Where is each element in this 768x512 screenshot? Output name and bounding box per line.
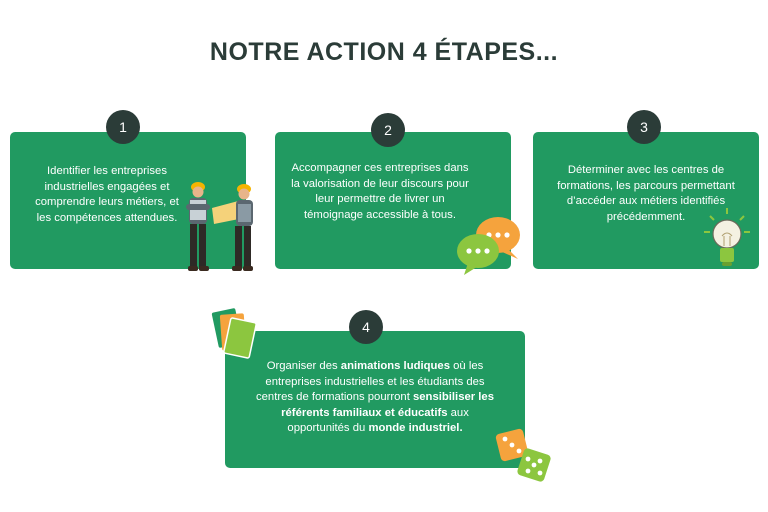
step-badge-3: 3 [627,110,661,144]
step-4-text-bold: sensibiliser les référents familiaux et … [281,391,494,419]
step-1-text: Identifier les entreprises industrielles… [35,165,179,224]
step-4-text-part: Organiser des [266,360,341,372]
step-card-2: Accompagner ces entreprises dans la valo… [275,132,511,269]
chat-bubbles-icon [457,217,520,275]
step-3-text: Déterminer avec les centres de formation… [557,164,735,223]
step-badge-2: 2 [371,113,405,147]
dice-icon [495,428,551,482]
step-badge-4: 4 [349,310,383,344]
step-card-4: Organiser des animations ludiques où les… [225,331,525,468]
step-2-text: Accompagner ces entreprises dans la valo… [291,162,469,221]
cards-icon [211,308,257,359]
step-4-text-part: où les entreprises industrielles et les … [256,360,485,404]
page-title: NOTRE ACTION 4 ÉTAPES... [209,38,559,66]
step-card-3: Déterminer avec les centres de formation… [533,132,759,269]
step-4-text-part: aux opportunités du [287,406,469,435]
step-4-text-bold: monde industriel. [368,422,463,435]
step-badge-1: 1 [106,110,140,144]
lightbulb-icon [704,208,750,266]
step-4-text: Organiser des animations ludiques où les… [249,359,501,437]
step-4-text-bold: animations ludiques [340,360,450,372]
workers-icon [186,182,253,271]
